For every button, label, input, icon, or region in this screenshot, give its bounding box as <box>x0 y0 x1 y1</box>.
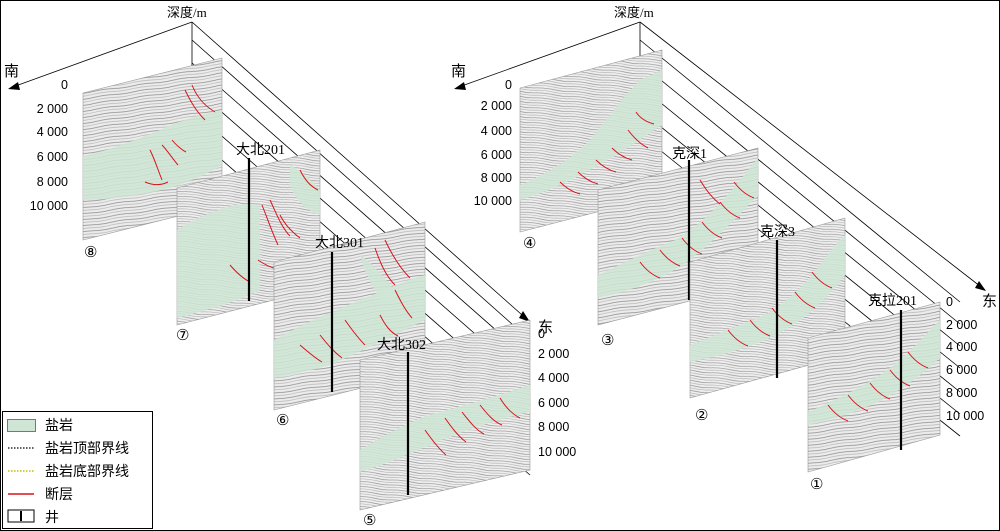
red-line-icon <box>8 493 34 495</box>
well-label-dabei201: 大北201 <box>236 142 285 158</box>
section-5 <box>359 319 531 511</box>
legend: 盐岩 盐岩顶部界线 盐岩底部界线 断层 井 <box>2 411 153 529</box>
left-axis-title: 深度/m <box>167 5 207 20</box>
section-2 <box>689 217 846 399</box>
left-front-tick-8000: 8 000 <box>538 420 569 434</box>
right-tick-4000: 4 000 <box>481 124 512 138</box>
right-front-tick-8000: 8 000 <box>946 386 977 400</box>
legend-label-salt-bottom: 盐岩底部界线 <box>45 465 129 480</box>
right-tick-0: 0 <box>505 78 512 92</box>
section-label-5: ⑤ <box>363 513 376 529</box>
left-east-label: 东 <box>538 319 553 336</box>
right-east-label: 东 <box>982 293 997 310</box>
right-front-tick-10000: 10 000 <box>946 409 984 423</box>
legend-item-salt-top: 盐岩顶部界线 <box>3 436 152 458</box>
section-label-2: ② <box>695 408 708 424</box>
legend-label-salt: 盐岩 <box>45 419 73 434</box>
section-label-6: ⑥ <box>276 413 289 429</box>
left-front-depth-ticks: 0 2 000 4 000 6 000 8 000 10 000 <box>538 327 576 459</box>
well-bar-icon <box>7 509 35 523</box>
section-label-8: ⑧ <box>84 245 97 261</box>
left-tick-8000: 8 000 <box>37 175 68 189</box>
left-front-tick-6000: 6 000 <box>538 396 569 410</box>
left-south-label: 南 <box>4 63 19 80</box>
left-front-tick-10000: 10 000 <box>538 445 576 459</box>
left-axis-arrows <box>8 82 530 322</box>
left-front-tick-0: 0 <box>538 327 545 341</box>
dotted-black-line-icon <box>8 447 34 449</box>
legend-item-fault: 断层 <box>3 482 152 504</box>
right-panel: 深度/m 南 东 0 2 000 4 000 6 000 8 000 10 00… <box>451 5 997 493</box>
right-south-label: 南 <box>451 63 466 80</box>
well-label-keshen1: 克深1 <box>672 146 707 162</box>
legend-label-fault: 断层 <box>45 488 73 503</box>
section-label-4: ④ <box>523 236 536 252</box>
left-tick-6000: 6 000 <box>37 150 68 164</box>
legend-label-well: 井 <box>45 511 59 526</box>
well-label-keshen3: 克深3 <box>760 224 795 240</box>
right-axis-arrows <box>454 82 986 291</box>
section-label-3: ③ <box>601 333 614 349</box>
section-1 <box>807 301 941 473</box>
left-tick-0: 0 <box>61 78 68 92</box>
left-tick-10000: 10 000 <box>30 199 68 213</box>
right-front-tick-6000: 6 000 <box>946 363 977 377</box>
section-label-1: ① <box>810 477 823 493</box>
well-label-dabei302: 大北302 <box>377 337 426 353</box>
right-depth-ticks: 0 2 000 4 000 6 000 8 000 10 000 <box>474 78 512 208</box>
left-tick-4000: 4 000 <box>37 125 68 139</box>
right-front-tick-2000: 2 000 <box>946 318 977 332</box>
well-label-dabei301: 大北301 <box>315 235 364 251</box>
left-front-tick-2000: 2 000 <box>538 347 569 361</box>
dotted-yellow-line-icon <box>8 470 34 472</box>
well-label-kela201: 克拉201 <box>868 293 917 309</box>
right-tick-8000: 8 000 <box>481 171 512 185</box>
salt-swatch-icon <box>7 419 36 432</box>
right-front-tick-4000: 4 000 <box>946 340 977 354</box>
section-label-7: ⑦ <box>176 328 189 344</box>
left-depth-ticks: 0 2 000 4 000 6 000 8 000 10 000 <box>30 78 68 213</box>
right-front-tick-0: 0 <box>946 295 953 309</box>
right-front-depth-ticks: 0 2 000 4 000 6 000 8 000 10 000 <box>946 295 984 423</box>
right-axis-title: 深度/m <box>614 5 654 20</box>
left-tick-2000: 2 000 <box>37 102 68 116</box>
legend-label-salt-top: 盐岩顶部界线 <box>45 442 129 457</box>
legend-item-well: 井 <box>3 505 152 527</box>
legend-item-salt-bottom: 盐岩底部界线 <box>3 459 152 481</box>
legend-item-salt: 盐岩 <box>3 413 152 435</box>
right-tick-10000: 10 000 <box>474 194 512 208</box>
right-tick-6000: 6 000 <box>481 148 512 162</box>
left-front-tick-4000: 4 000 <box>538 371 569 385</box>
left-panel: 深度/m 南 东 0 2 000 4 000 6 000 8 000 10 00… <box>4 5 576 529</box>
right-tick-2000: 2 000 <box>481 99 512 113</box>
